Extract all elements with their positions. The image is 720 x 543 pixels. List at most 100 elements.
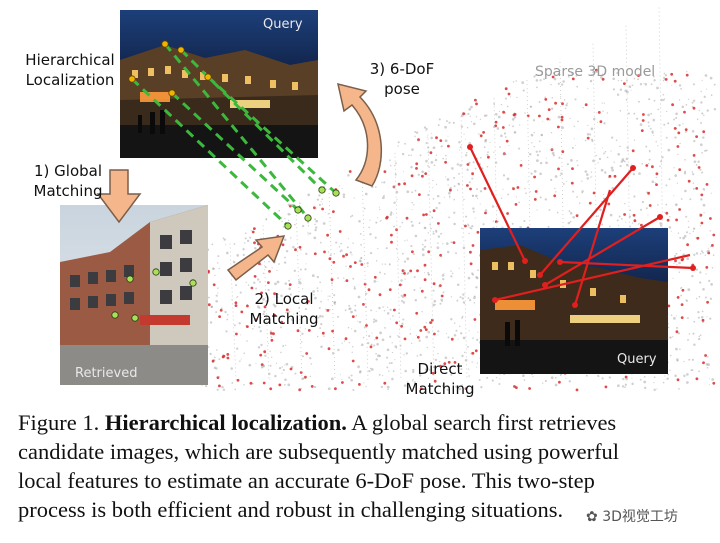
cloud-point xyxy=(310,385,314,388)
cloud-point xyxy=(369,367,372,370)
cloud-point xyxy=(692,173,695,176)
cloud-point xyxy=(381,338,385,342)
cloud-point xyxy=(382,374,384,377)
cloud-point xyxy=(338,246,341,248)
cloud-point xyxy=(460,332,463,335)
cloud-point xyxy=(213,356,216,359)
cloud-point xyxy=(423,263,427,267)
cloud-point xyxy=(422,213,425,217)
cloud-point xyxy=(650,112,652,115)
cloud-point xyxy=(448,191,451,195)
cloud-point xyxy=(450,373,453,376)
cloud-point xyxy=(435,154,438,156)
cloud-point xyxy=(442,157,445,160)
cloud-point xyxy=(389,318,391,320)
cloud-point xyxy=(683,110,686,114)
cloud-point xyxy=(282,345,285,347)
cloud-point xyxy=(687,98,690,100)
cloud-point xyxy=(243,242,246,244)
cloud-point xyxy=(471,172,474,176)
cloud-point xyxy=(273,296,275,298)
cloud-point xyxy=(600,168,604,172)
cloud-point xyxy=(427,377,430,379)
cloud-point xyxy=(643,82,645,84)
cloud-point xyxy=(325,310,327,312)
cloud-point xyxy=(586,136,590,140)
cloud-point xyxy=(432,232,435,235)
cloud-point xyxy=(403,293,407,297)
cloud-point xyxy=(285,308,289,312)
cloud-point xyxy=(568,210,571,213)
cloud-point xyxy=(700,316,704,319)
cloud-point xyxy=(632,213,636,217)
cloud-point xyxy=(471,351,475,355)
cloud-point xyxy=(506,177,510,181)
cloud-point xyxy=(576,196,578,198)
cloud-point xyxy=(475,286,478,289)
cloud-point xyxy=(320,290,322,292)
cloud-point xyxy=(358,383,361,386)
cloud-point xyxy=(453,222,456,226)
cloud-point xyxy=(443,272,445,275)
cloud-point xyxy=(576,159,578,162)
cloud-point xyxy=(469,187,472,191)
cloud-point xyxy=(410,342,413,345)
cloud-point xyxy=(378,293,382,297)
cloud-point xyxy=(440,232,443,235)
cloud-point xyxy=(456,189,459,191)
cloud-point xyxy=(590,127,594,131)
cloud-point xyxy=(239,291,242,294)
cloud-point xyxy=(647,163,650,165)
cloud-point xyxy=(459,164,462,167)
cloud-point xyxy=(246,340,248,342)
cloud-point xyxy=(388,263,391,266)
cloud-point xyxy=(347,326,350,329)
cloud-point xyxy=(673,79,677,83)
cloud-point xyxy=(437,221,439,223)
cloud-point xyxy=(264,354,267,357)
cloud-point xyxy=(412,380,414,382)
down-arrow-icon xyxy=(96,169,142,224)
cloud-point xyxy=(676,378,680,382)
cloud-point xyxy=(613,161,615,163)
cloud-point xyxy=(450,318,453,321)
cloud-point xyxy=(678,84,682,87)
cloud-point xyxy=(304,308,307,311)
cloud-point xyxy=(425,142,428,145)
cloud-point xyxy=(670,314,673,316)
cloud-point xyxy=(435,206,438,210)
cloud-point xyxy=(513,113,517,116)
cloud-point xyxy=(411,209,413,211)
cloud-point xyxy=(452,241,456,245)
cloud-point xyxy=(434,158,438,162)
cloud-point xyxy=(374,236,377,239)
cloud-point xyxy=(388,370,390,372)
cloud-point xyxy=(447,336,450,339)
cloud-point xyxy=(591,73,593,76)
cloud-point xyxy=(437,330,440,333)
cloud-point xyxy=(281,220,283,223)
cloud-point xyxy=(392,370,395,372)
cloud-point xyxy=(610,166,614,170)
cloud-point xyxy=(363,326,366,329)
cloud-point xyxy=(700,250,703,253)
cloud-point xyxy=(562,182,565,185)
cloud-point xyxy=(366,262,369,265)
cloud-point xyxy=(548,209,551,211)
cloud-point xyxy=(314,296,317,300)
label-sparse-3d-model: Sparse 3D model xyxy=(535,64,656,80)
cloud-point xyxy=(307,221,310,224)
cloud-point xyxy=(382,196,385,200)
cloud-point xyxy=(287,203,291,207)
cloud-point xyxy=(437,334,439,336)
cloud-point xyxy=(307,232,309,234)
cloud-point xyxy=(309,232,312,235)
cloud-point xyxy=(683,374,686,378)
cloud-point xyxy=(709,217,712,220)
retrieved-photo xyxy=(60,205,208,385)
cloud-point xyxy=(662,99,665,101)
cloud-point xyxy=(467,112,470,116)
cloud-point xyxy=(450,270,452,272)
cloud-point xyxy=(509,96,512,98)
cloud-point xyxy=(409,269,413,273)
